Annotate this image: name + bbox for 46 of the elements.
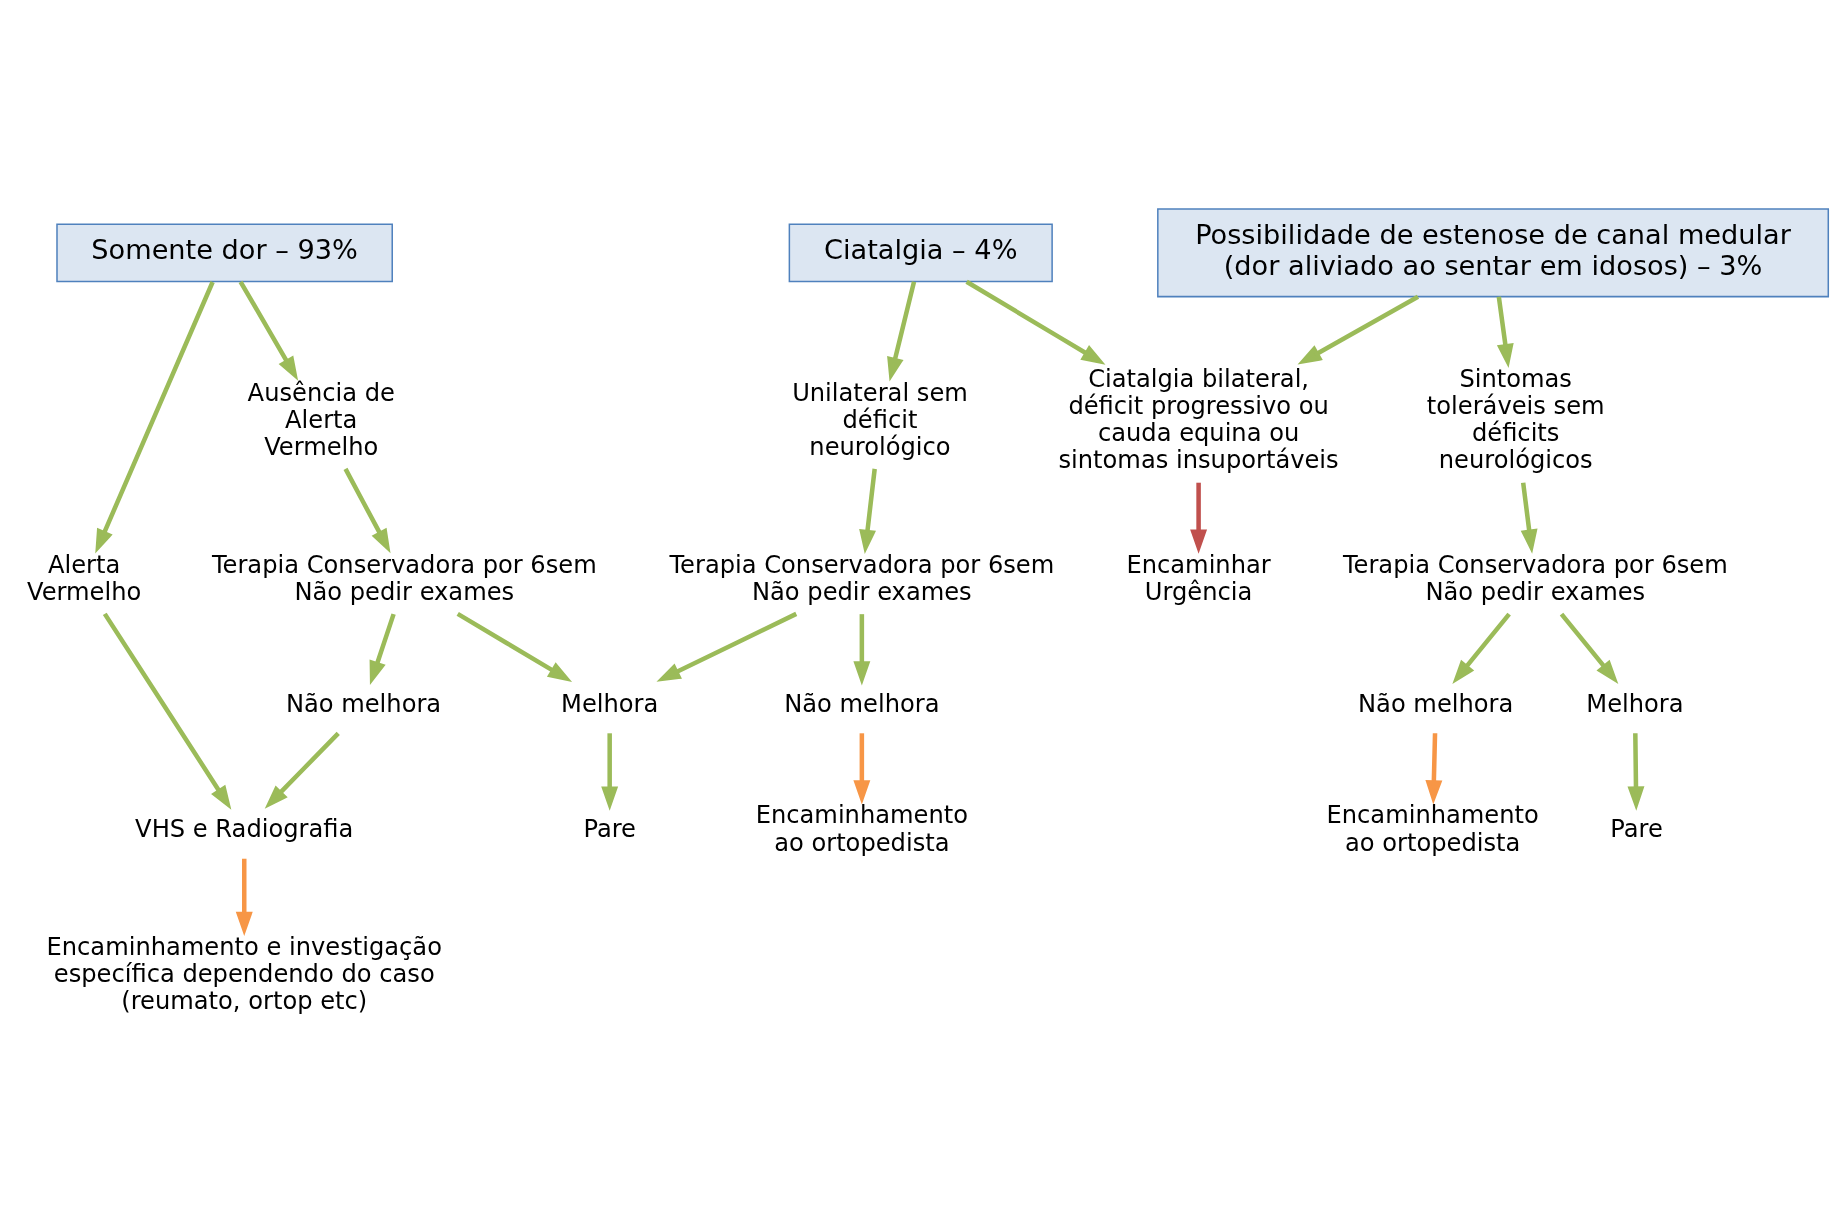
arrow — [95, 280, 215, 553]
node-text: Encaminhamento e investigação específica dependendo do caso (reumato, ortop etc) — [46, 932, 442, 1015]
arrow — [238, 280, 299, 381]
node-text: Não melhora — [784, 689, 940, 718]
arrow — [264, 731, 340, 809]
arrow — [369, 612, 396, 685]
arrow — [853, 613, 871, 685]
node-text: Não melhora — [285, 689, 442, 718]
node-text: Alerta Vermelho — [27, 550, 142, 606]
arrow — [1190, 482, 1208, 554]
arrow — [235, 858, 253, 936]
arrow — [859, 468, 877, 554]
node-text: Pare — [1610, 814, 1663, 843]
arrow — [102, 612, 232, 810]
arrow — [656, 611, 798, 682]
arrow — [456, 611, 573, 682]
node-text: Sintomas toleráveis sem déficits neurológicos — [1426, 364, 1605, 474]
arrow — [1425, 732, 1443, 805]
arrow — [1452, 612, 1511, 684]
node-text: Encaminhar Urgência — [1126, 550, 1271, 606]
arrow — [343, 467, 391, 553]
node-text: Encaminhamento ao ortopedista — [1326, 800, 1539, 857]
node-text: Unilateral sem déficit neurológico — [792, 378, 968, 461]
arrow — [1627, 732, 1645, 811]
node-text: Pare — [583, 814, 636, 843]
node-box: Possibilidade de estenose de canal medular (dor aliviado ao sentar em idosos) – 3% — [1157, 207, 1830, 297]
arrow — [1520, 481, 1538, 554]
node-text: Terapia Conservadora por 6sem Não pedir exames — [1342, 550, 1728, 606]
arrow — [887, 280, 917, 381]
node-text: Ausência de Alerta Vermelho — [247, 378, 395, 461]
arrow — [853, 732, 871, 805]
node-text: Encaminhamento ao ortopedista — [755, 800, 968, 857]
arrow — [965, 279, 1106, 365]
node-text: Terapia Conservadora por 6sem Não pedir exames — [669, 550, 1055, 606]
node-text: Melhora — [561, 689, 659, 718]
arrow — [1496, 295, 1514, 368]
arrow — [1297, 294, 1420, 365]
node-text: Ciatalgia bilateral, déficit progressivo ou cauda equina ou sintomas insuportáveis — [1058, 364, 1339, 474]
arrow — [1559, 612, 1619, 684]
arrow — [601, 732, 619, 811]
node-box: Somente dor – 93% — [56, 222, 393, 282]
node-text: Não melhora — [1358, 689, 1514, 718]
node-box: Ciatalgia – 4% — [788, 222, 1053, 282]
node-text: Melhora — [1586, 689, 1684, 718]
node-text: VHS e Radiografia — [135, 814, 354, 843]
node-text: Terapia Conservadora por 6sem Não pedir exames — [211, 550, 597, 606]
